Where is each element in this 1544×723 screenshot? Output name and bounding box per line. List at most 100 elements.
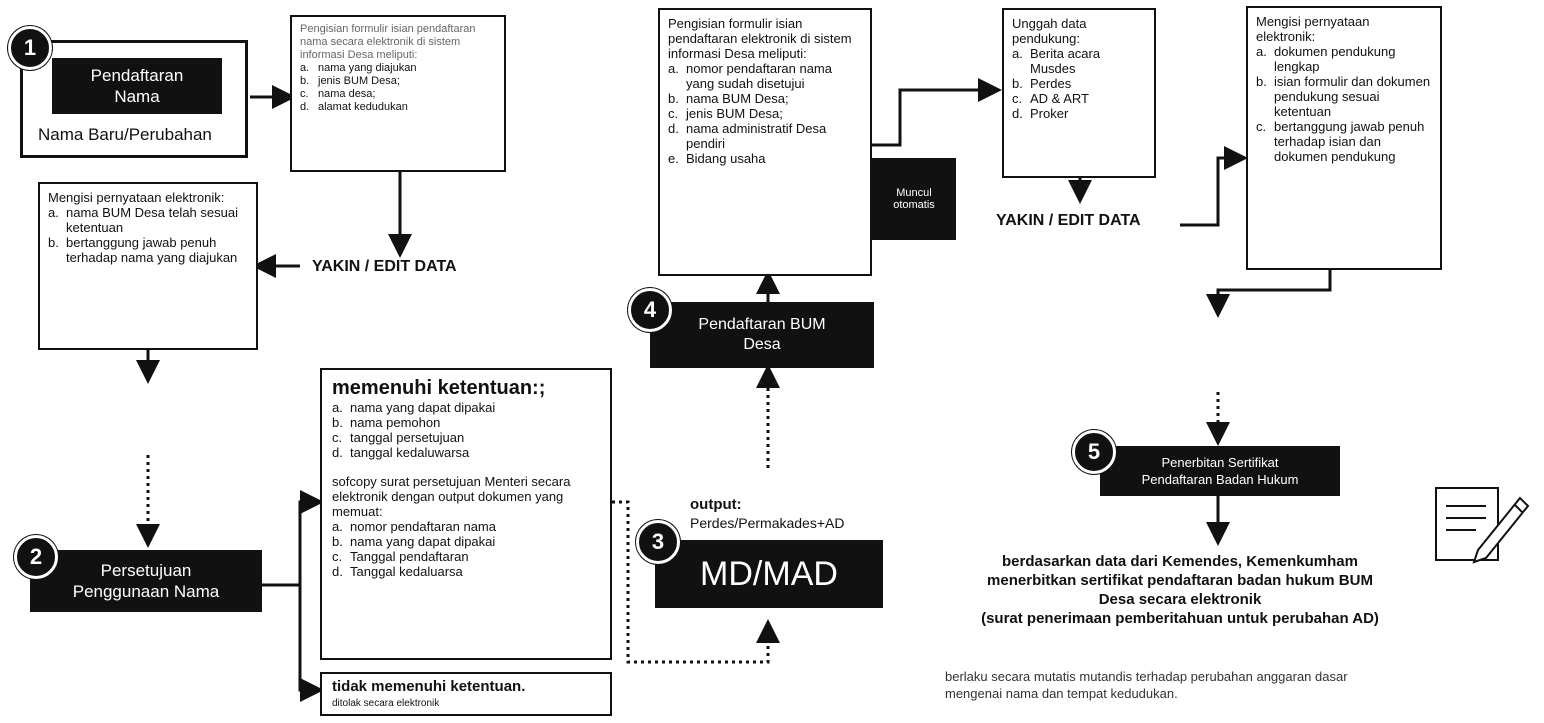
- form4-box: Pengisian formulir isian pendaftaran ele…: [658, 8, 872, 276]
- step3-title: MD/MAD: [655, 540, 883, 608]
- list-item: d.Proker: [1012, 106, 1146, 121]
- list-item-text: bertanggung jawab penuh terhadap isian d…: [1274, 119, 1425, 164]
- list-item: b. nama yang dapat dipakai: [332, 534, 600, 549]
- list-item-marker: a.: [332, 400, 343, 415]
- step5-title: Penerbitan Sertifikat Pendaftaran Badan …: [1100, 446, 1340, 496]
- list-item-text: isian formulir dan dokumen pendukung ses…: [1274, 74, 1431, 119]
- list-item: d.Tanggal kedaluarsa: [332, 564, 600, 579]
- form1-box: Pengisian formulir isian pendaftaran nam…: [290, 15, 506, 172]
- list-item-marker: b.: [1256, 74, 1267, 89]
- form4-list: a.nomor pendaftaran nama yang sudah dise…: [668, 61, 862, 166]
- list-item: a.nama BUM Desa telah sesuai ketentuan: [48, 205, 248, 235]
- list-item-text: nama yang dapat dipakai: [350, 534, 496, 549]
- step2-title-line2: Penggunaan Nama: [72, 582, 220, 601]
- step1-caption: Nama Baru/Perubahan: [38, 125, 212, 144]
- step5-title-line2: Pendaftaran Badan Hukum: [1141, 472, 1299, 487]
- list-item-marker: a.: [300, 62, 310, 74]
- list-item-text: nama BUM Desa;: [686, 91, 789, 106]
- list-item-marker: d.: [332, 445, 343, 460]
- step4-title-line2: Desa: [743, 336, 781, 353]
- step2-title-line1: Persetujuan: [100, 561, 192, 580]
- list-item-text: Bidang usaha: [686, 151, 766, 166]
- statement2-intro: Mengisi pernyataan elektronik:: [1256, 14, 1370, 44]
- result-block: berdasarkan data dari Kemendes, Kemenkum…: [930, 552, 1430, 628]
- yakin-edit-label-1: YAKIN / EDIT DATA: [312, 258, 457, 275]
- step1-number-badge: 1: [8, 26, 52, 70]
- list-item: a.nomor pendaftaran nama: [332, 519, 600, 534]
- list-item-marker: a.: [668, 61, 679, 76]
- list-item-text: tanggal persetujuan: [350, 430, 465, 445]
- form1-intro: Pengisian formulir isian pendaftaran nam…: [300, 23, 476, 61]
- unggah-box: Unggah data pendukung: a. Berita acara Mu…: [1002, 8, 1156, 178]
- list-item: d. tanggal kedaluwarsa: [332, 445, 600, 460]
- step5-number-badge: 5: [1072, 430, 1116, 474]
- list-item-text: alamat kedudukan: [318, 101, 408, 113]
- list-item: c.nama desa;: [300, 88, 496, 101]
- list-item: c.jenis BUM Desa;: [668, 106, 862, 121]
- list-item-marker: c.: [1012, 91, 1023, 106]
- step1-title-line1: Pendaftaran: [90, 66, 184, 85]
- list-item-marker: a.: [332, 519, 343, 534]
- list-item: b. Perdes: [1012, 76, 1146, 91]
- list-item-text: nama yang dapat dipakai: [350, 400, 496, 415]
- statement1-box: Mengisi pernyataan elektronik: a.nama BU…: [38, 182, 258, 350]
- unggah-intro: Unggah data pendukung:: [1012, 16, 1087, 46]
- list-item-text: tanggal kedaluwarsa: [350, 445, 470, 460]
- list-item: c.Tanggal pendaftaran: [332, 549, 600, 564]
- list-item: c. tanggal persetujuan: [332, 430, 600, 445]
- step3-output-label: output:: [690, 496, 742, 513]
- list-item-marker: a.: [48, 205, 59, 220]
- list-item-text: dokumen pendukung lengkap: [1274, 44, 1396, 74]
- form4-intro: Pengisian formulir isian pendaftaran ele…: [668, 16, 852, 61]
- list-item-marker: b.: [332, 534, 343, 549]
- list-item-text: nama administratif Desa pendiri: [686, 121, 827, 151]
- result-line4: (surat penerimaan pemberitahuan untuk pe…: [981, 610, 1379, 627]
- list-item: a. nama yang dapat dipakai: [332, 400, 600, 415]
- list-item: a. dokumen pendukung lengkap: [1256, 44, 1432, 74]
- step3-output-value: Perdes/Permakades+AD: [690, 515, 845, 531]
- step4-title-line1: Pendaftaran BUM: [698, 316, 826, 333]
- tidak-heading: tidak memenuhi ketentuan.: [332, 678, 526, 695]
- list-item-text: Berita acara Musdes: [1030, 46, 1101, 76]
- form4-side-note: Muncul otomatis: [872, 158, 956, 240]
- list-item-marker: c.: [1256, 119, 1267, 134]
- statement1-intro: Mengisi pernyataan elektronik:: [48, 190, 225, 205]
- list-item-marker: a.: [1012, 46, 1023, 61]
- list-item-marker: b.: [1012, 76, 1023, 91]
- list-item: d. nama administratif Desa pendiri: [668, 121, 862, 151]
- list-item-text: AD & ART: [1030, 91, 1090, 106]
- list-item: c. AD & ART: [1012, 91, 1146, 106]
- memenuhi-heading: memenuhi ketentuan:;: [332, 377, 546, 399]
- list-item: b.nama BUM Desa;: [668, 91, 862, 106]
- memenuhi-para: sofcopy surat persetujuan Menteri secara…: [332, 474, 571, 519]
- result-line2: menerbitkan sertifikat pendaftaran badan…: [987, 572, 1373, 589]
- list-item-marker: c.: [332, 430, 343, 445]
- list-item: a. Berita acara Musdes: [1012, 46, 1146, 76]
- step2-title: Persetujuan Penggunaan Nama: [30, 550, 262, 612]
- result-note: berlaku secara mutatis mutandis terhadap…: [945, 669, 1348, 701]
- step4-number-badge: 4: [628, 288, 672, 332]
- result-line3: Desa secara elektronik: [1098, 591, 1262, 608]
- step4-title: Pendaftaran BUM Desa: [650, 302, 874, 368]
- list-item-text: jenis BUM Desa;: [318, 75, 400, 87]
- statement2-box: Mengisi pernyataan elektronik: a. dokumen…: [1246, 6, 1442, 270]
- list-item-marker: a.: [1256, 44, 1267, 59]
- list-item-text: nama pemohon: [350, 415, 441, 430]
- list-item-text: Perdes: [1030, 76, 1072, 91]
- statement2-list: a. dokumen pendukung lengkap b. isian formu…: [1256, 44, 1432, 164]
- list-item-text: nama desa;: [318, 88, 376, 100]
- yakin-edit-label-2: YAKIN / EDIT DATA: [996, 212, 1141, 229]
- result-line1: berdasarkan data dari Kemendes, Kemenkum…: [1002, 553, 1358, 570]
- step1-title: Pendaftaran Nama: [52, 58, 222, 114]
- list-item-text: Tanggal kedaluarsa: [350, 564, 463, 579]
- list-item-text: Proker: [1030, 106, 1069, 121]
- step1-title-line2: Nama: [114, 87, 160, 106]
- list-item-marker: b.: [300, 75, 310, 87]
- list-item: b.bertanggung jawab penuh terhadap nama …: [48, 235, 248, 265]
- list-item: a.nama yang diajukan: [300, 62, 496, 75]
- list-item-marker: d.: [668, 121, 679, 136]
- list-item-text: jenis BUM Desa;: [686, 106, 783, 121]
